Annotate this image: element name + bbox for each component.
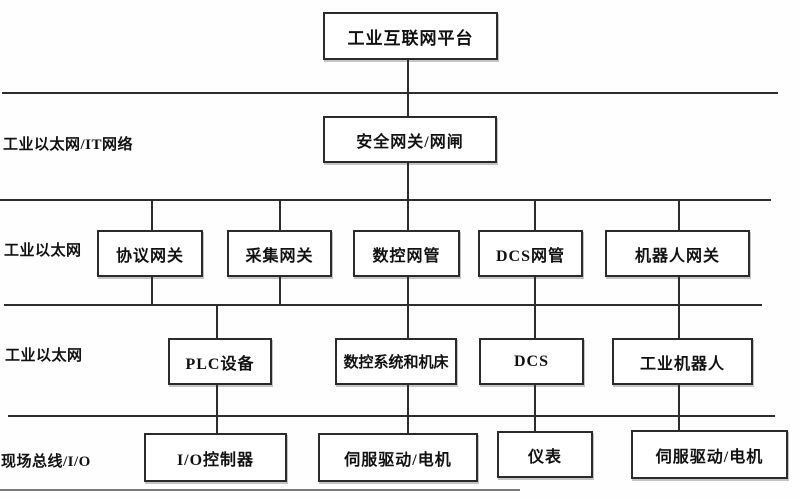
connector-bus2-collectgw bbox=[279, 201, 281, 230]
node-cnc-system-machine: 数控系统和机床 bbox=[335, 338, 457, 385]
connector-plc-ioctrl bbox=[216, 385, 218, 433]
bus-line-fieldbus bbox=[8, 415, 775, 417]
connector-cncsys-servo1 bbox=[407, 385, 409, 433]
node-industrial-internet-platform: 工业互联网平台 bbox=[323, 12, 498, 60]
node-industrial-robot: 工业机器人 bbox=[612, 338, 753, 385]
node-cnc-gateway: 数控网管 bbox=[353, 230, 460, 277]
connector-platform-security bbox=[407, 60, 409, 116]
layer-label-fieldbus: 现场总线/I/O bbox=[1, 454, 91, 470]
node-plc-device: PLC设备 bbox=[168, 338, 272, 385]
bus-line-it-network bbox=[2, 92, 778, 94]
bus-line-ethernet-lower bbox=[4, 304, 762, 306]
node-instrument: 仪表 bbox=[497, 431, 593, 478]
connector-cncgw-cncsys bbox=[407, 277, 409, 338]
node-dcs-gateway: DCS网管 bbox=[478, 230, 583, 277]
layer-label-ethernet-lower: 工业以太网 bbox=[5, 348, 83, 364]
node-servo-drive-motor-1: 伺服驱动/电机 bbox=[318, 433, 478, 482]
node-security-gateway: 安全网关/网闸 bbox=[323, 116, 497, 163]
connector-robot-servo2 bbox=[678, 385, 680, 430]
node-robot-gateway: 机器人网关 bbox=[605, 230, 750, 277]
node-io-controller: I/O控制器 bbox=[144, 433, 287, 482]
connector-dcs-meter bbox=[534, 385, 536, 431]
node-protocol-gateway: 协议网关 bbox=[97, 230, 203, 277]
node-dcs: DCS bbox=[479, 338, 584, 385]
node-servo-drive-motor-2: 伺服驱动/电机 bbox=[631, 430, 788, 479]
layer-label-ethernet-upper: 工业以太网 bbox=[4, 243, 82, 259]
connector-dcsgw-dcs bbox=[534, 277, 536, 338]
connector-bus2-dcsgw bbox=[534, 201, 536, 230]
layer-label-it-network: 工业以太网/IT网络 bbox=[3, 137, 134, 153]
bus-line-bottom-partial bbox=[0, 489, 520, 491]
connector-robotgw-robot bbox=[678, 277, 680, 338]
connector-security-cncgw bbox=[407, 163, 409, 230]
bus-line-ethernet-upper bbox=[0, 199, 771, 201]
connector-bus2-protocolgw bbox=[151, 201, 153, 230]
connector-protocolgw-bus3 bbox=[151, 277, 153, 305]
connector-bus3-plc bbox=[216, 305, 218, 338]
connector-collectgw-bus3 bbox=[279, 277, 281, 305]
connector-bus2-robotgw bbox=[678, 201, 680, 230]
node-collection-gateway: 采集网关 bbox=[227, 230, 332, 277]
